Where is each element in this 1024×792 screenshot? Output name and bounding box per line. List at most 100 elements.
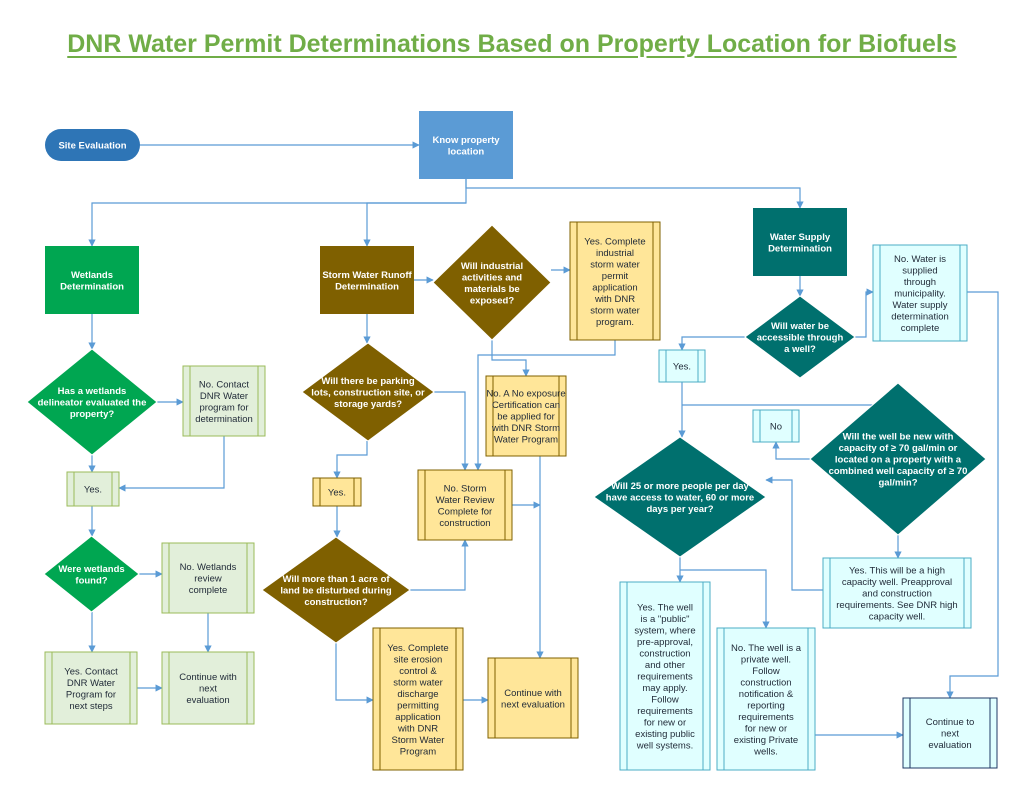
node-shape xyxy=(419,111,513,179)
node-text-line: application xyxy=(592,282,637,293)
node-wetlands-yes1: Yes. xyxy=(66,471,120,507)
node-text-line: Yes. Complete xyxy=(584,236,645,247)
node-text-line: Continue with xyxy=(504,688,562,699)
node-text-line: a well? xyxy=(784,344,816,355)
connector-arrow xyxy=(682,382,902,406)
node-shape xyxy=(809,382,987,536)
node-shape xyxy=(43,535,140,613)
node-text-line: construction xyxy=(740,677,791,688)
connector-arrow xyxy=(678,336,745,351)
node-text-line: with DNR Storm xyxy=(491,423,560,434)
node-text-line: Know property xyxy=(432,135,500,146)
node-text-line: located on a property with a xyxy=(835,455,962,466)
node-text-line: Has a wetlands xyxy=(58,386,127,397)
node-shape xyxy=(44,651,138,725)
node-text-line: review xyxy=(194,574,222,585)
node-text-line: Program xyxy=(400,746,437,757)
connectors xyxy=(88,141,999,739)
node-shape xyxy=(593,436,767,558)
node-text-line: gal/min? xyxy=(878,478,917,489)
node-shape xyxy=(619,581,711,771)
node-text-line: requirements xyxy=(738,712,794,723)
node-text-line: capacity well. Preapproval xyxy=(842,577,952,588)
node-text-line: pre-approval, xyxy=(637,637,693,648)
node-shape xyxy=(161,542,255,614)
node-text-line: Were wetlands xyxy=(58,564,124,575)
connector-arrow xyxy=(333,441,368,479)
connector-arrow xyxy=(946,291,999,699)
node-text-line: requirements xyxy=(637,672,693,683)
node-text-line: wells. xyxy=(753,746,778,757)
node-text-line: storm water xyxy=(590,305,640,316)
node-text-line: Will industrial xyxy=(461,261,523,272)
node-shape xyxy=(301,342,435,442)
node-text-line: with DNR xyxy=(594,294,635,305)
node-text-line: storm water xyxy=(393,677,443,688)
connector-arrow xyxy=(765,476,823,591)
node-text-line: lots, construction site, or xyxy=(311,388,425,399)
node-shape xyxy=(66,471,120,507)
node-text-line: permitting xyxy=(397,700,439,711)
node-text-line: Wetlands xyxy=(71,270,113,281)
node-text-line: next xyxy=(941,729,959,740)
node-text-line: complete xyxy=(189,585,228,596)
node-text-line: property? xyxy=(70,409,115,420)
page-title: DNR Water Permit Determinations Based on… xyxy=(67,30,957,58)
connector-arrow xyxy=(491,340,530,377)
node-text-line: discharge xyxy=(397,689,438,700)
connector-arrow xyxy=(474,340,616,471)
node-shape xyxy=(569,221,661,341)
node-shape xyxy=(822,557,972,629)
node-text-line: construction xyxy=(639,649,690,660)
node-text-line: Water Program xyxy=(494,435,558,446)
node-shape xyxy=(487,657,579,739)
node-text-line: Water supply xyxy=(892,300,947,311)
node-text-line: Water Supply xyxy=(770,232,831,243)
node-text-line: Will more than 1 acre of xyxy=(282,574,390,585)
node-storm-yes1: Yes. xyxy=(312,477,362,507)
node-text-line: and other xyxy=(645,660,685,671)
node-text-line: control & xyxy=(399,666,437,677)
node-text-line: site erosion xyxy=(394,654,443,665)
node-text-line: for new or xyxy=(745,723,787,734)
node-text-line: municipality. xyxy=(894,289,946,300)
node-text-line: next evaluation xyxy=(501,699,565,710)
node-text-line: have access to water, 60 or more xyxy=(606,493,754,504)
node-shape xyxy=(752,409,800,443)
node-text-line: Yes. The well xyxy=(637,603,693,614)
connector-arrow xyxy=(465,179,804,209)
node-text-line: storage yards? xyxy=(334,399,402,410)
node-text-line: materials be xyxy=(464,284,519,295)
node-text-line: well systems. xyxy=(636,741,693,752)
node-text-line: location xyxy=(448,146,485,157)
node-text-line: Will the well be new with xyxy=(843,432,954,443)
node-text-line: requirements xyxy=(637,706,693,717)
node-text-line: Follow xyxy=(651,695,679,706)
node-text-line: No. A No exposure xyxy=(486,389,565,400)
node-text-line: No. Water is xyxy=(894,254,946,265)
node-text-line: DNR Water xyxy=(200,391,248,402)
connector-arrow xyxy=(434,391,469,471)
node-text-line: for new or xyxy=(644,718,686,729)
connector-arrow xyxy=(335,643,374,704)
node-shape xyxy=(432,224,552,341)
node-text-line: capacity of ≥ 70 gal/min or xyxy=(839,443,958,454)
node-shape xyxy=(658,349,706,383)
node-text-line: Complete for xyxy=(438,506,492,517)
node-text-line: capacity well. xyxy=(869,612,926,623)
node-text-line: found? xyxy=(75,575,107,586)
node-shape xyxy=(716,627,816,771)
connector-arrow xyxy=(363,202,466,247)
node-text-line: determination xyxy=(891,312,949,323)
node-text-line: activities and xyxy=(462,272,522,283)
connector-arrow xyxy=(680,569,770,629)
